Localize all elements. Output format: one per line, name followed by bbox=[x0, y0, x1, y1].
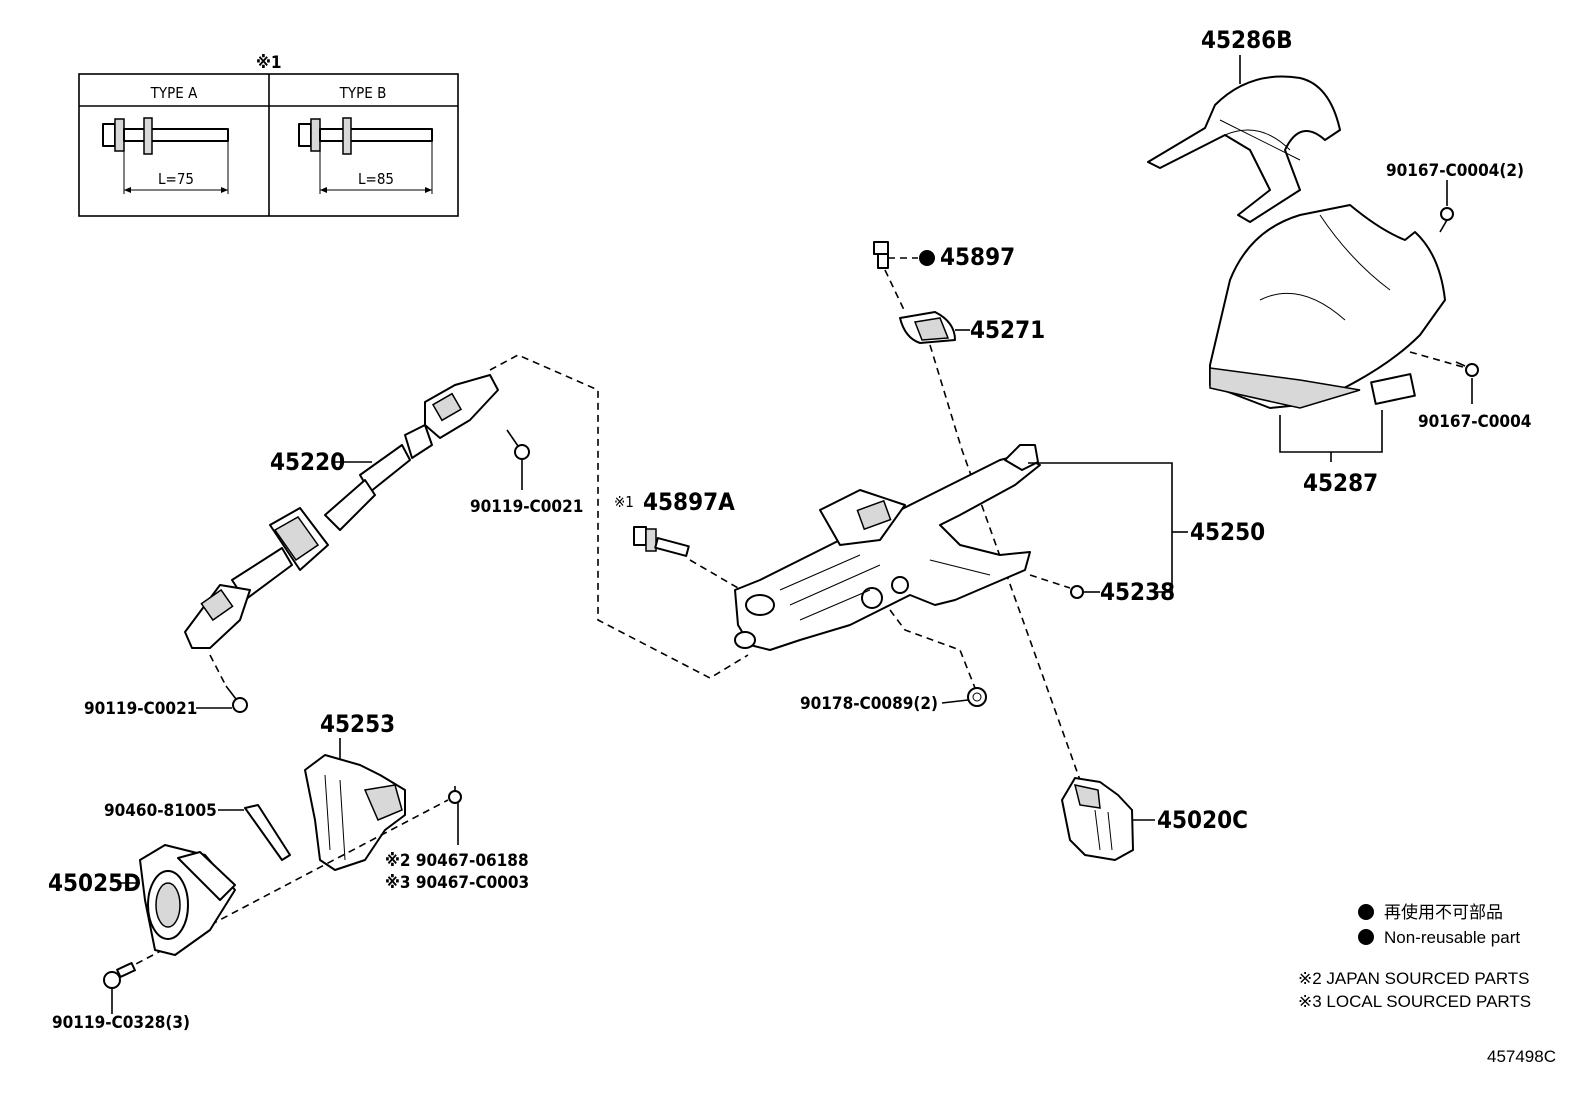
note-japan-sourced: ※2 JAPAN SOURCED PARTS bbox=[1298, 969, 1530, 988]
label-90460-81005: 90460-81005 bbox=[104, 801, 217, 821]
type-a-title: TYPE A bbox=[150, 84, 198, 102]
label-45897a-marker: ※1 bbox=[614, 493, 634, 511]
type-b-length: L=85 bbox=[358, 170, 394, 188]
label-45897a: 45897A bbox=[643, 488, 735, 516]
label-45250: 45250 bbox=[1190, 518, 1265, 546]
label-45025d: 45025D bbox=[48, 869, 141, 897]
label-45020c: 45020C bbox=[1157, 806, 1248, 834]
label-90178-c0089-2: 90178-C0089(2) bbox=[800, 694, 938, 714]
label-90119-c0328-3: 90119-C0328(3) bbox=[52, 1013, 190, 1033]
intermediate-shaft-45220 bbox=[184, 374, 499, 649]
bolt-90119-c0021-top bbox=[506, 429, 530, 460]
type-b-title: TYPE B bbox=[339, 84, 387, 102]
bolt-90119-c0021-bottom bbox=[225, 685, 248, 713]
lower-column-cover-45287 bbox=[1209, 204, 1446, 409]
nut-90178-c0089 bbox=[967, 687, 987, 707]
inset-table: ※1 TYPE A TYPE B L=75 bbox=[78, 53, 459, 217]
clip-45238 bbox=[1070, 585, 1084, 599]
legend-jp: 再使用不可部品 bbox=[1384, 902, 1503, 922]
hole-cover-45025d bbox=[139, 844, 236, 956]
bolt-90119-c0328 bbox=[103, 961, 136, 989]
nut-45897 bbox=[873, 241, 889, 269]
legend-en: Non-reusable part bbox=[1384, 928, 1520, 947]
non-reusable-mark-45897 bbox=[919, 250, 935, 266]
label-45238: 45238 bbox=[1100, 578, 1175, 606]
diagram-id: 457498C bbox=[1487, 1047, 1556, 1066]
bolt-45897a bbox=[633, 526, 690, 557]
label-90167-c0004-2: 90167-C0004(2) bbox=[1386, 161, 1524, 181]
label-45287: 45287 bbox=[1303, 469, 1378, 497]
upper-column-cover-45286b bbox=[1147, 75, 1341, 223]
label-90119-c0021-bottom: 90119-C0021 bbox=[84, 699, 197, 719]
label-45253: 45253 bbox=[320, 710, 395, 738]
note-local-sourced: ※3 LOCAL SOURCED PARTS bbox=[1298, 992, 1531, 1011]
legend-dot-en bbox=[1358, 929, 1374, 945]
inset-marker: ※1 bbox=[256, 53, 282, 73]
label-90167-c0004: 90167-C0004 bbox=[1418, 412, 1531, 432]
label-90467-c0003: ※3 90467-C0003 bbox=[385, 873, 529, 893]
label-45897: 45897 bbox=[940, 243, 1015, 271]
label-90467-06188: ※2 90467-06188 bbox=[385, 851, 529, 871]
bolt-type-a bbox=[102, 117, 229, 194]
label-45220: 45220 bbox=[270, 448, 345, 476]
screw-90167-c0004-upper bbox=[1439, 207, 1454, 233]
label-45271: 45271 bbox=[970, 316, 1045, 344]
cover-45253 bbox=[304, 754, 406, 871]
clip-90467 bbox=[448, 786, 462, 804]
bracket-45271 bbox=[899, 311, 956, 344]
bolt-type-b bbox=[298, 117, 433, 194]
label-90119-c0021-top: 90119-C0021 bbox=[470, 497, 583, 517]
type-a-length: L=75 bbox=[158, 170, 194, 188]
legend: 再使用不可部品 Non-reusable part ※2 JAPAN SOURC… bbox=[1298, 902, 1531, 1011]
label-45286b: 45286B bbox=[1201, 26, 1293, 54]
screw-90167-c0004-lower bbox=[1455, 361, 1479, 377]
lock-assembly-45020c bbox=[1061, 777, 1134, 861]
legend-dot-jp bbox=[1358, 904, 1374, 920]
pin-90460-81005 bbox=[244, 804, 291, 861]
steering-column-45250 bbox=[734, 444, 1041, 651]
